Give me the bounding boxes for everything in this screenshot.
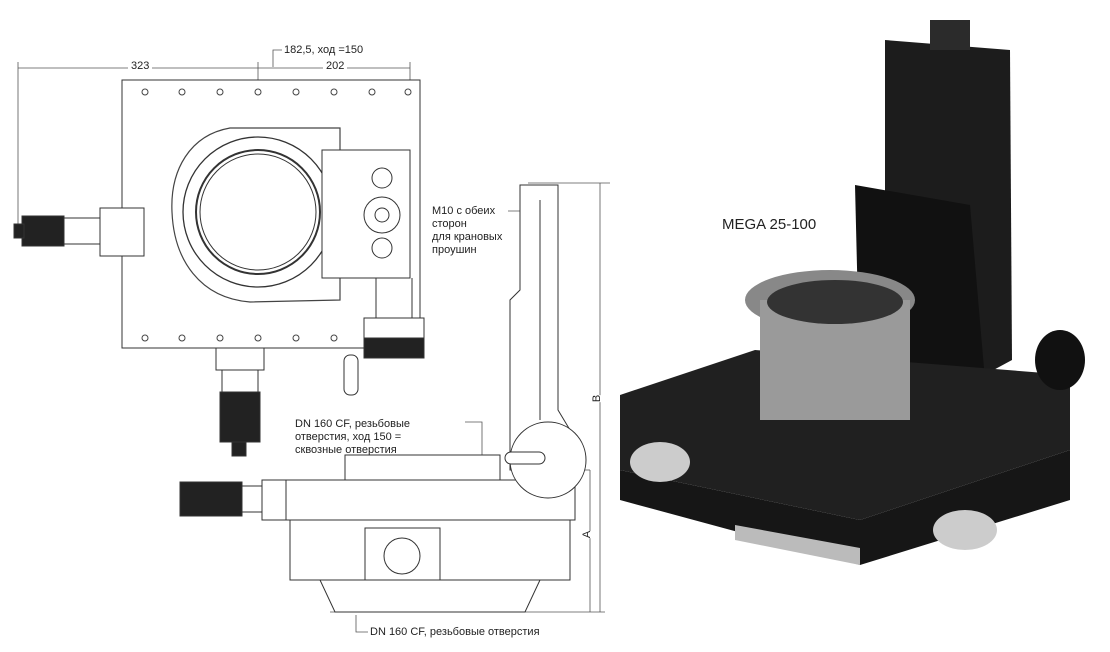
product-photo	[620, 20, 1085, 565]
flange-top-line-1: DN 160 CF, резьбовые	[295, 418, 410, 430]
dimension-b: B	[591, 394, 605, 403]
flange-top-line-3: сквозные отверстия	[295, 444, 397, 456]
m10-line-3: для крановых	[432, 231, 503, 243]
product-name: MEGA 25-100	[722, 216, 817, 233]
dimension-a: A	[581, 530, 595, 539]
dimension-202: 202	[323, 60, 348, 73]
flange-top-line-2: отверстия, ход 150 =	[295, 431, 402, 443]
m10-line-1: M10 с обеих	[432, 205, 496, 217]
m10-note: M10 с обеих сторон для крановых проушин	[432, 205, 502, 257]
m10-line-2: сторон	[432, 218, 467, 230]
m10-line-4: проушин	[432, 244, 477, 256]
dimension-center-offset: 182,5, ход =150	[284, 44, 364, 56]
top-view	[13, 79, 425, 457]
side-view	[179, 184, 587, 613]
dimension-323: 323	[128, 60, 153, 73]
flange-bottom-note: DN 160 CF, резьбовые отверстия	[370, 626, 540, 638]
flange-top-note: DN 160 CF, резьбовые отверстия, ход 150 …	[295, 418, 410, 457]
